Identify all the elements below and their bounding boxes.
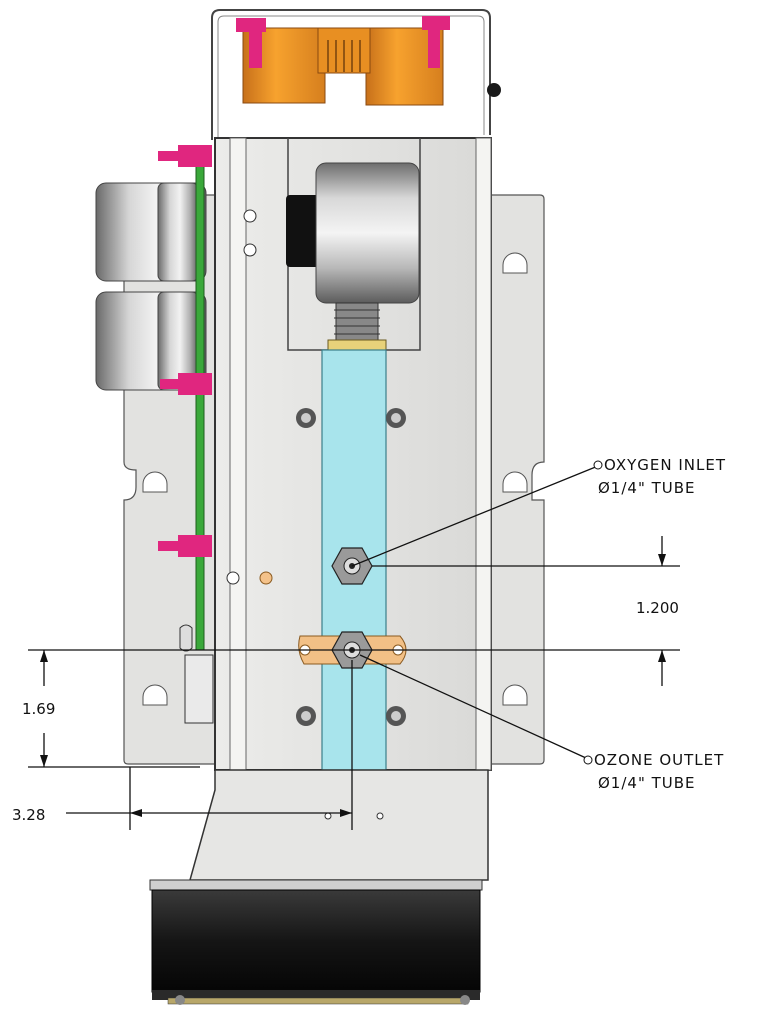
bracket-screw-icon [487,83,501,97]
base-plate [149,769,489,891]
oxygen-inlet-size-label: Ø1/4" TUBE [598,479,696,497]
screw-icon [296,408,316,428]
screw-icon [386,706,406,726]
standoff-icon [160,373,212,395]
pcb-standoffs [158,145,212,557]
screw-icon [296,706,316,726]
dimension-arrowheads [40,554,666,817]
connector-latch-right [422,16,450,68]
ozone-cell-cylinder [286,162,420,351]
screw-icon [386,408,406,428]
channel-screws [296,408,406,726]
dimension-1-69: 1.69 [22,700,55,718]
pcb-edge [195,149,205,651]
dimension-lines [28,465,680,830]
standoff-icon [158,145,212,167]
standoff-icon [158,535,212,557]
dimension-3-28: 3.28 [12,806,45,824]
dimension-1-200: 1.200 [636,599,679,617]
power-connector [236,16,450,106]
callout-marker-icon [583,755,593,765]
fuse-holder-lower [95,291,207,391]
oxygen-inlet-label: OXYGEN INLET [604,456,726,474]
ozone-outlet-size-label: Ø1/4" TUBE [598,774,696,792]
cooling-fan [151,889,481,1005]
fuse-holder-upper [95,182,207,282]
chassis-holes [226,209,273,585]
callout-marker-icon [593,460,603,470]
top-bracket [211,9,501,140]
ozone-outlet-label: OZONE OUTLET [594,751,724,769]
connector-latch-left [236,18,266,68]
